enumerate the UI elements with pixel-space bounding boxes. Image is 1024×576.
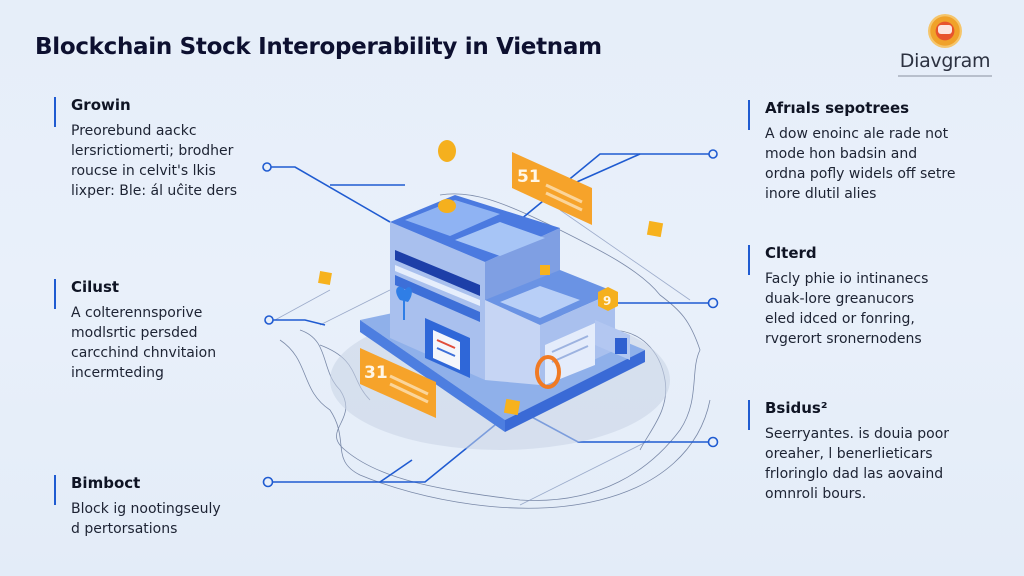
emblem-icon	[928, 14, 962, 48]
accent-bar	[748, 245, 750, 275]
cube-icon	[503, 398, 521, 416]
accent-bar	[54, 279, 56, 309]
badge-label: 9	[603, 294, 611, 308]
coin-icon	[438, 140, 456, 162]
cube-icon	[318, 271, 332, 285]
block-description: Facly phie io intinanecs duak-lore grean…	[765, 271, 929, 347]
connector-nodes	[262, 149, 719, 488]
block-description: Block ig nootingseuly d pertorsations	[71, 501, 221, 537]
block-title: Clterd	[765, 244, 817, 262]
block-description: A dow enoinc ale rade not mode hon badsi…	[765, 126, 956, 202]
connector-node-icon	[707, 436, 719, 448]
logo: Diavgram	[890, 12, 1000, 82]
building	[390, 195, 630, 385]
info-block-clterd: Clterd Facly phie io intinanecs duak-lor…	[748, 243, 1008, 349]
connector-node-icon	[708, 149, 718, 159]
info-block-cilust: Cilust A colterennsporive modlsrtic pers…	[54, 277, 284, 383]
block-title: Growin	[71, 96, 131, 114]
info-block-bimboct: Bimboct Block ig nootingseuly d pertorsa…	[54, 473, 284, 539]
logo-tagline-line	[898, 75, 992, 77]
accent-bar	[54, 97, 56, 127]
info-block-afrials: Afrıals sepotrees A dow enoinc ale rade …	[748, 98, 1008, 204]
logo-text: Diavgram	[899, 50, 991, 72]
accent-bar	[748, 100, 750, 130]
block-description: Preorebund aackc lersrictiomerti; brodhe…	[71, 123, 237, 199]
page-title: Blockchain Stock Interoperability in Vie…	[35, 34, 602, 60]
block-title: Bimboct	[71, 474, 141, 492]
coin-icon	[438, 199, 456, 213]
badge-label: 31	[364, 363, 388, 383]
connector-node-icon	[262, 162, 272, 172]
block-description: A colterennsporive modlsrtic persded car…	[71, 305, 217, 381]
badge-label: 51	[517, 167, 541, 187]
connector-node-icon	[707, 297, 719, 309]
coins	[318, 140, 664, 416]
accent-bar	[748, 400, 750, 430]
cube-icon	[646, 220, 664, 238]
block-title: Afrıals sepotrees	[765, 99, 910, 117]
info-block-bsidus: Bsidus² Seerryantes. is douia poor oreah…	[748, 398, 1008, 504]
badge-9: 9	[598, 287, 618, 311]
info-block-growin: Growin Preorebund aackc lersrictiomerti;…	[54, 95, 284, 201]
badge-51: 51	[512, 152, 592, 225]
block-title: Cilust	[71, 278, 120, 296]
cube-icon	[540, 265, 550, 275]
connector-node-icon	[264, 315, 274, 325]
block-title: Bsidus²	[765, 399, 828, 417]
block-description: Seerryantes. is douia poor oreaher, l be…	[765, 426, 950, 502]
ring-icon	[535, 355, 561, 389]
connector-node-icon	[262, 476, 274, 488]
accent-bar	[54, 475, 56, 505]
badge-31: 31	[360, 348, 436, 418]
